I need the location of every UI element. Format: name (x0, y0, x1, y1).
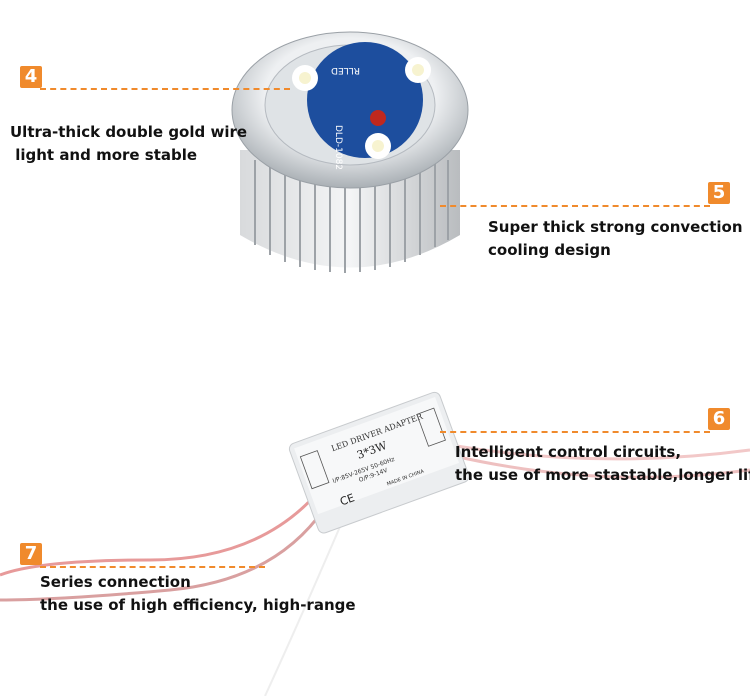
callout-5-line-2: cooling design (488, 241, 611, 259)
callout-badge-7: 7 (20, 543, 42, 565)
callout-4-line-1: Ultra-thick double gold wire (10, 123, 248, 141)
driver-wires (0, 443, 750, 696)
callout-text-5: Super thick strong convection cooling de… (488, 216, 743, 262)
callout-7-line-1: Series connection (40, 573, 191, 591)
callout-text-7: Series connection the use of high effici… (40, 571, 356, 617)
callout-text-6: Intelligent control circuits, the use of… (455, 441, 750, 487)
callout-6-line-2: the use of more stastable,longer life (455, 466, 750, 484)
callout-badge-4: 4 (20, 66, 42, 88)
led-board-model: DLD-1082 (333, 125, 343, 170)
callout-7-line-2: the use of high efficiency, high-range (40, 596, 356, 614)
led-heatsink: RLLED DLD-1082 (231, 31, 469, 273)
callout-4-line-2: light and more stable (10, 146, 198, 164)
led-board-label: RLLED (331, 65, 360, 75)
callout-badge-5: 5 (708, 182, 730, 204)
callout-line-6 (440, 431, 710, 433)
led-driver: LED DRIVER ADAPTER 3*3W I/P:85V-265V 50-… (288, 391, 470, 534)
callout-5-line-1: Super thick strong convection (488, 218, 743, 236)
callout-line-4 (40, 88, 290, 90)
callout-badge-6: 6 (708, 408, 730, 430)
ce-mark: CE (338, 491, 356, 508)
callout-text-4: Ultra-thick double gold wire light and m… (10, 121, 247, 167)
callout-line-7 (40, 566, 265, 568)
callout-line-5 (440, 205, 710, 207)
callout-6-line-1: Intelligent control circuits, (455, 443, 682, 461)
